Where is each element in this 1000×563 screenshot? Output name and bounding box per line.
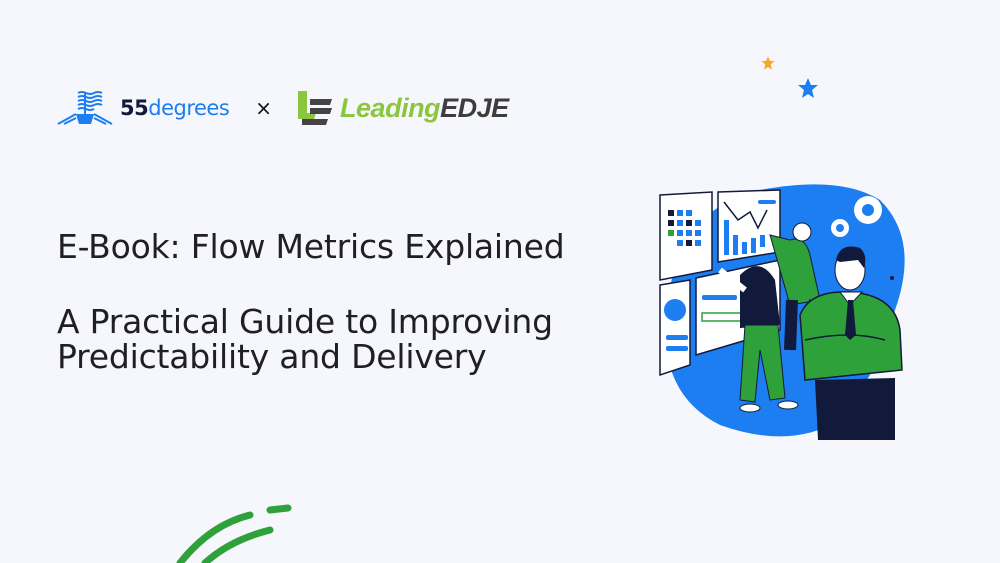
leading-edje-logo-icon: [298, 91, 333, 125]
star-large-icon: [798, 78, 818, 98]
55degrees-logo-icon: [57, 91, 113, 125]
team-analytics-illustration: [659, 184, 905, 440]
leading-edje-wordmark: LeadingEDJE: [340, 92, 509, 123]
separator-x: ×: [255, 96, 273, 120]
55degrees-wordmark: 55degrees: [120, 96, 230, 120]
star-small-icon: [761, 56, 775, 70]
green-swoosh-decoration: [176, 504, 292, 563]
subtitle-line-2: Predictability and Delivery: [57, 337, 487, 376]
partner-logos: 55degrees × LeadingEDJE: [56, 88, 509, 128]
subtitle-line-1: A Practical Guide to Improving: [57, 302, 553, 341]
ebook-title: E-Book: Flow Metrics Explained: [57, 227, 565, 266]
